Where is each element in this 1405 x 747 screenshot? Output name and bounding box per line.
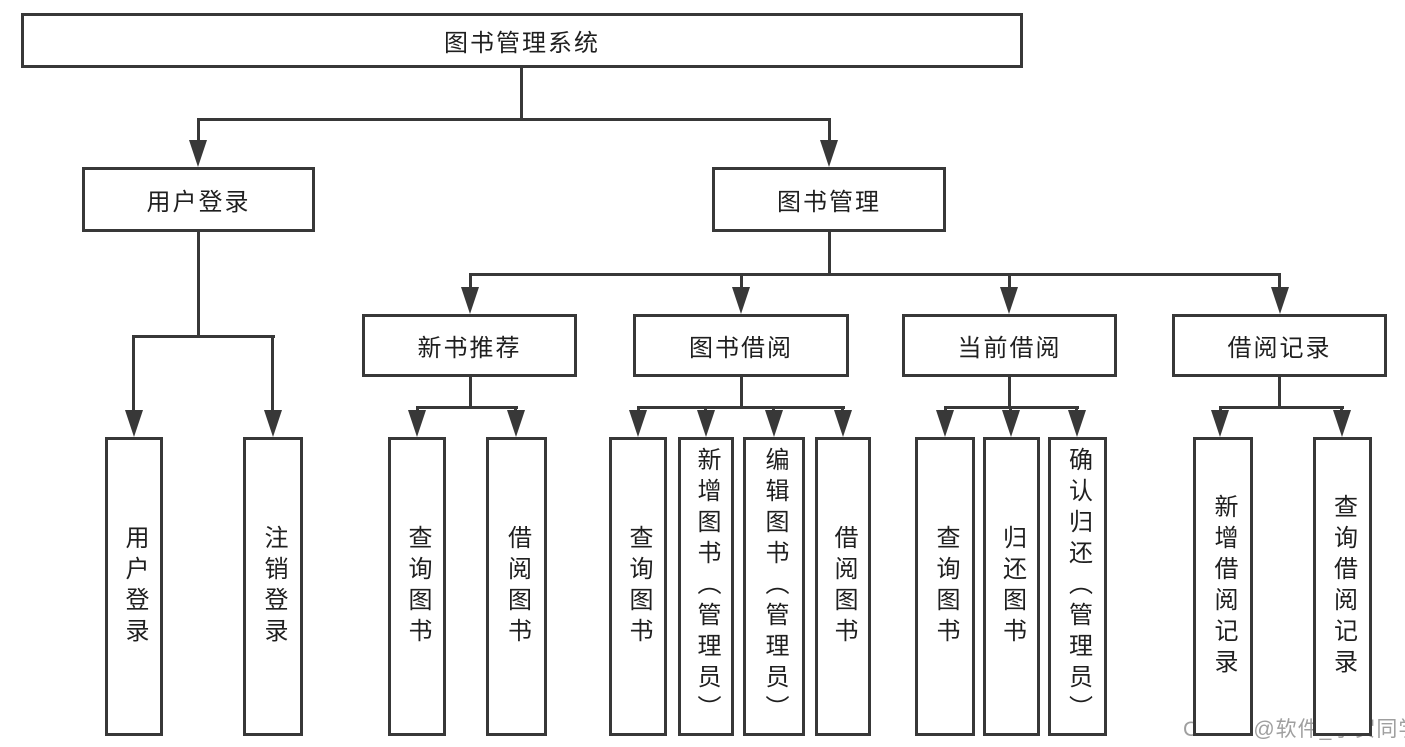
connector-line bbox=[197, 230, 200, 337]
connector-line bbox=[772, 406, 775, 412]
connector-line bbox=[637, 406, 845, 409]
connector-line bbox=[828, 230, 831, 275]
arrowhead-down-icon bbox=[408, 410, 426, 437]
connector-line bbox=[520, 66, 523, 120]
node-label-recommend-query-books: 查询图书 bbox=[404, 524, 431, 649]
connector-line bbox=[132, 335, 135, 412]
node-new-book-recommend: 新书推荐 bbox=[362, 314, 577, 377]
arrowhead-down-icon bbox=[765, 410, 783, 437]
connector-line bbox=[1278, 273, 1281, 291]
connector-line bbox=[1340, 406, 1343, 412]
node-borrow-edit-books-admin: 编辑图书（管理员） bbox=[743, 437, 805, 736]
connector-line bbox=[197, 118, 831, 121]
node-label-current-return-books: 归还图书 bbox=[998, 524, 1026, 649]
node-label-recommend-borrow-books: 借阅图书 bbox=[503, 524, 531, 649]
node-label-user-login-action: 用户登录 bbox=[121, 524, 148, 649]
node-label-borrow-records: 借阅记录 bbox=[1227, 335, 1332, 362]
node-current-query-books: 查询图书 bbox=[915, 437, 975, 736]
connector-line bbox=[1075, 406, 1078, 412]
arrowhead-down-icon bbox=[629, 410, 647, 437]
node-label-book-borrow: 图书借阅 bbox=[689, 335, 793, 362]
connector-line bbox=[1008, 375, 1011, 408]
node-records-add-record: 新增借阅记录 bbox=[1193, 437, 1253, 736]
node-label-logout-action: 注销登录 bbox=[260, 524, 287, 649]
node-borrow-records: 借阅记录 bbox=[1172, 314, 1387, 377]
node-book-borrow: 图书借阅 bbox=[633, 314, 849, 377]
connector-line bbox=[1278, 375, 1281, 408]
connector-line bbox=[740, 375, 743, 408]
node-borrow-borrow-books: 借阅图书 bbox=[815, 437, 871, 736]
node-user-login-action: 用户登录 bbox=[105, 437, 163, 736]
node-records-query-record: 查询借阅记录 bbox=[1313, 437, 1372, 736]
node-label-borrow-add-books-admin: 新增图书（管理员） bbox=[693, 447, 720, 726]
node-label-book-management: 图书管理 bbox=[777, 189, 881, 216]
connector-line bbox=[132, 335, 275, 338]
node-label-current-query-books: 查询图书 bbox=[932, 524, 959, 649]
node-borrow-query-books: 查询图书 bbox=[609, 437, 667, 736]
node-label-records-query-record: 查询借阅记录 bbox=[1329, 493, 1357, 680]
connector-line bbox=[740, 273, 743, 291]
connector-line bbox=[944, 406, 947, 412]
arrowhead-down-icon bbox=[1068, 410, 1086, 437]
connector-line bbox=[469, 375, 472, 408]
node-label-user-login: 用户登录 bbox=[146, 189, 251, 216]
node-label-records-add-record: 新增借阅记录 bbox=[1210, 493, 1237, 680]
arrowhead-down-icon bbox=[1000, 287, 1018, 314]
node-current-confirm-return-admin: 确认归还（管理员） bbox=[1048, 437, 1107, 736]
arrowhead-down-icon bbox=[936, 410, 954, 437]
node-borrow-add-books-admin: 新增图书（管理员） bbox=[678, 437, 734, 736]
connector-line bbox=[416, 406, 419, 412]
arrowhead-down-icon bbox=[1333, 410, 1351, 437]
node-label-borrow-borrow-books: 借阅图书 bbox=[830, 524, 857, 649]
connector-line bbox=[514, 406, 517, 412]
node-user-login: 用户登录 bbox=[82, 167, 315, 232]
arrowhead-down-icon bbox=[125, 410, 143, 437]
connector-line bbox=[1009, 406, 1012, 412]
node-label-borrow-query-books: 查询图书 bbox=[625, 524, 652, 649]
arrowhead-down-icon bbox=[1271, 287, 1289, 314]
arrowhead-down-icon bbox=[461, 287, 479, 314]
connector-line bbox=[1219, 406, 1222, 412]
connector-line bbox=[841, 406, 844, 412]
node-label-current-confirm-return-admin: 确认归还（管理员） bbox=[1064, 447, 1092, 726]
connector-line bbox=[416, 406, 518, 409]
connector-line bbox=[271, 335, 274, 412]
arrowhead-down-icon bbox=[264, 410, 282, 437]
connector-line bbox=[828, 118, 831, 143]
node-current-borrow: 当前借阅 bbox=[902, 314, 1117, 377]
arrowhead-down-icon bbox=[732, 287, 750, 314]
arrowhead-down-icon bbox=[1211, 410, 1229, 437]
connector-line bbox=[469, 273, 1281, 276]
connector-line bbox=[637, 406, 640, 412]
connector-line bbox=[469, 273, 472, 291]
connector-line bbox=[1219, 406, 1344, 409]
connector-line bbox=[1008, 273, 1011, 291]
connector-line bbox=[197, 118, 200, 143]
arrowhead-down-icon bbox=[820, 140, 838, 167]
arrowhead-down-icon bbox=[697, 410, 715, 437]
node-logout-action: 注销登录 bbox=[243, 437, 303, 736]
arrowhead-down-icon bbox=[834, 410, 852, 437]
arrowhead-down-icon bbox=[1002, 410, 1020, 437]
arrowhead-down-icon bbox=[507, 410, 525, 437]
node-current-return-books: 归还图书 bbox=[983, 437, 1040, 736]
node-library-system: 图书管理系统 bbox=[21, 13, 1023, 68]
node-label-current-borrow: 当前借阅 bbox=[957, 335, 1062, 362]
node-label-borrow-edit-books-admin: 编辑图书（管理员） bbox=[761, 447, 788, 726]
connector-line bbox=[704, 406, 707, 412]
arrowhead-down-icon bbox=[189, 140, 207, 167]
node-label-library-system: 图书管理系统 bbox=[444, 30, 600, 57]
node-book-management: 图书管理 bbox=[712, 167, 946, 232]
node-recommend-query-books: 查询图书 bbox=[388, 437, 446, 736]
node-recommend-borrow-books: 借阅图书 bbox=[486, 437, 547, 736]
node-label-new-book-recommend: 新书推荐 bbox=[417, 335, 522, 362]
